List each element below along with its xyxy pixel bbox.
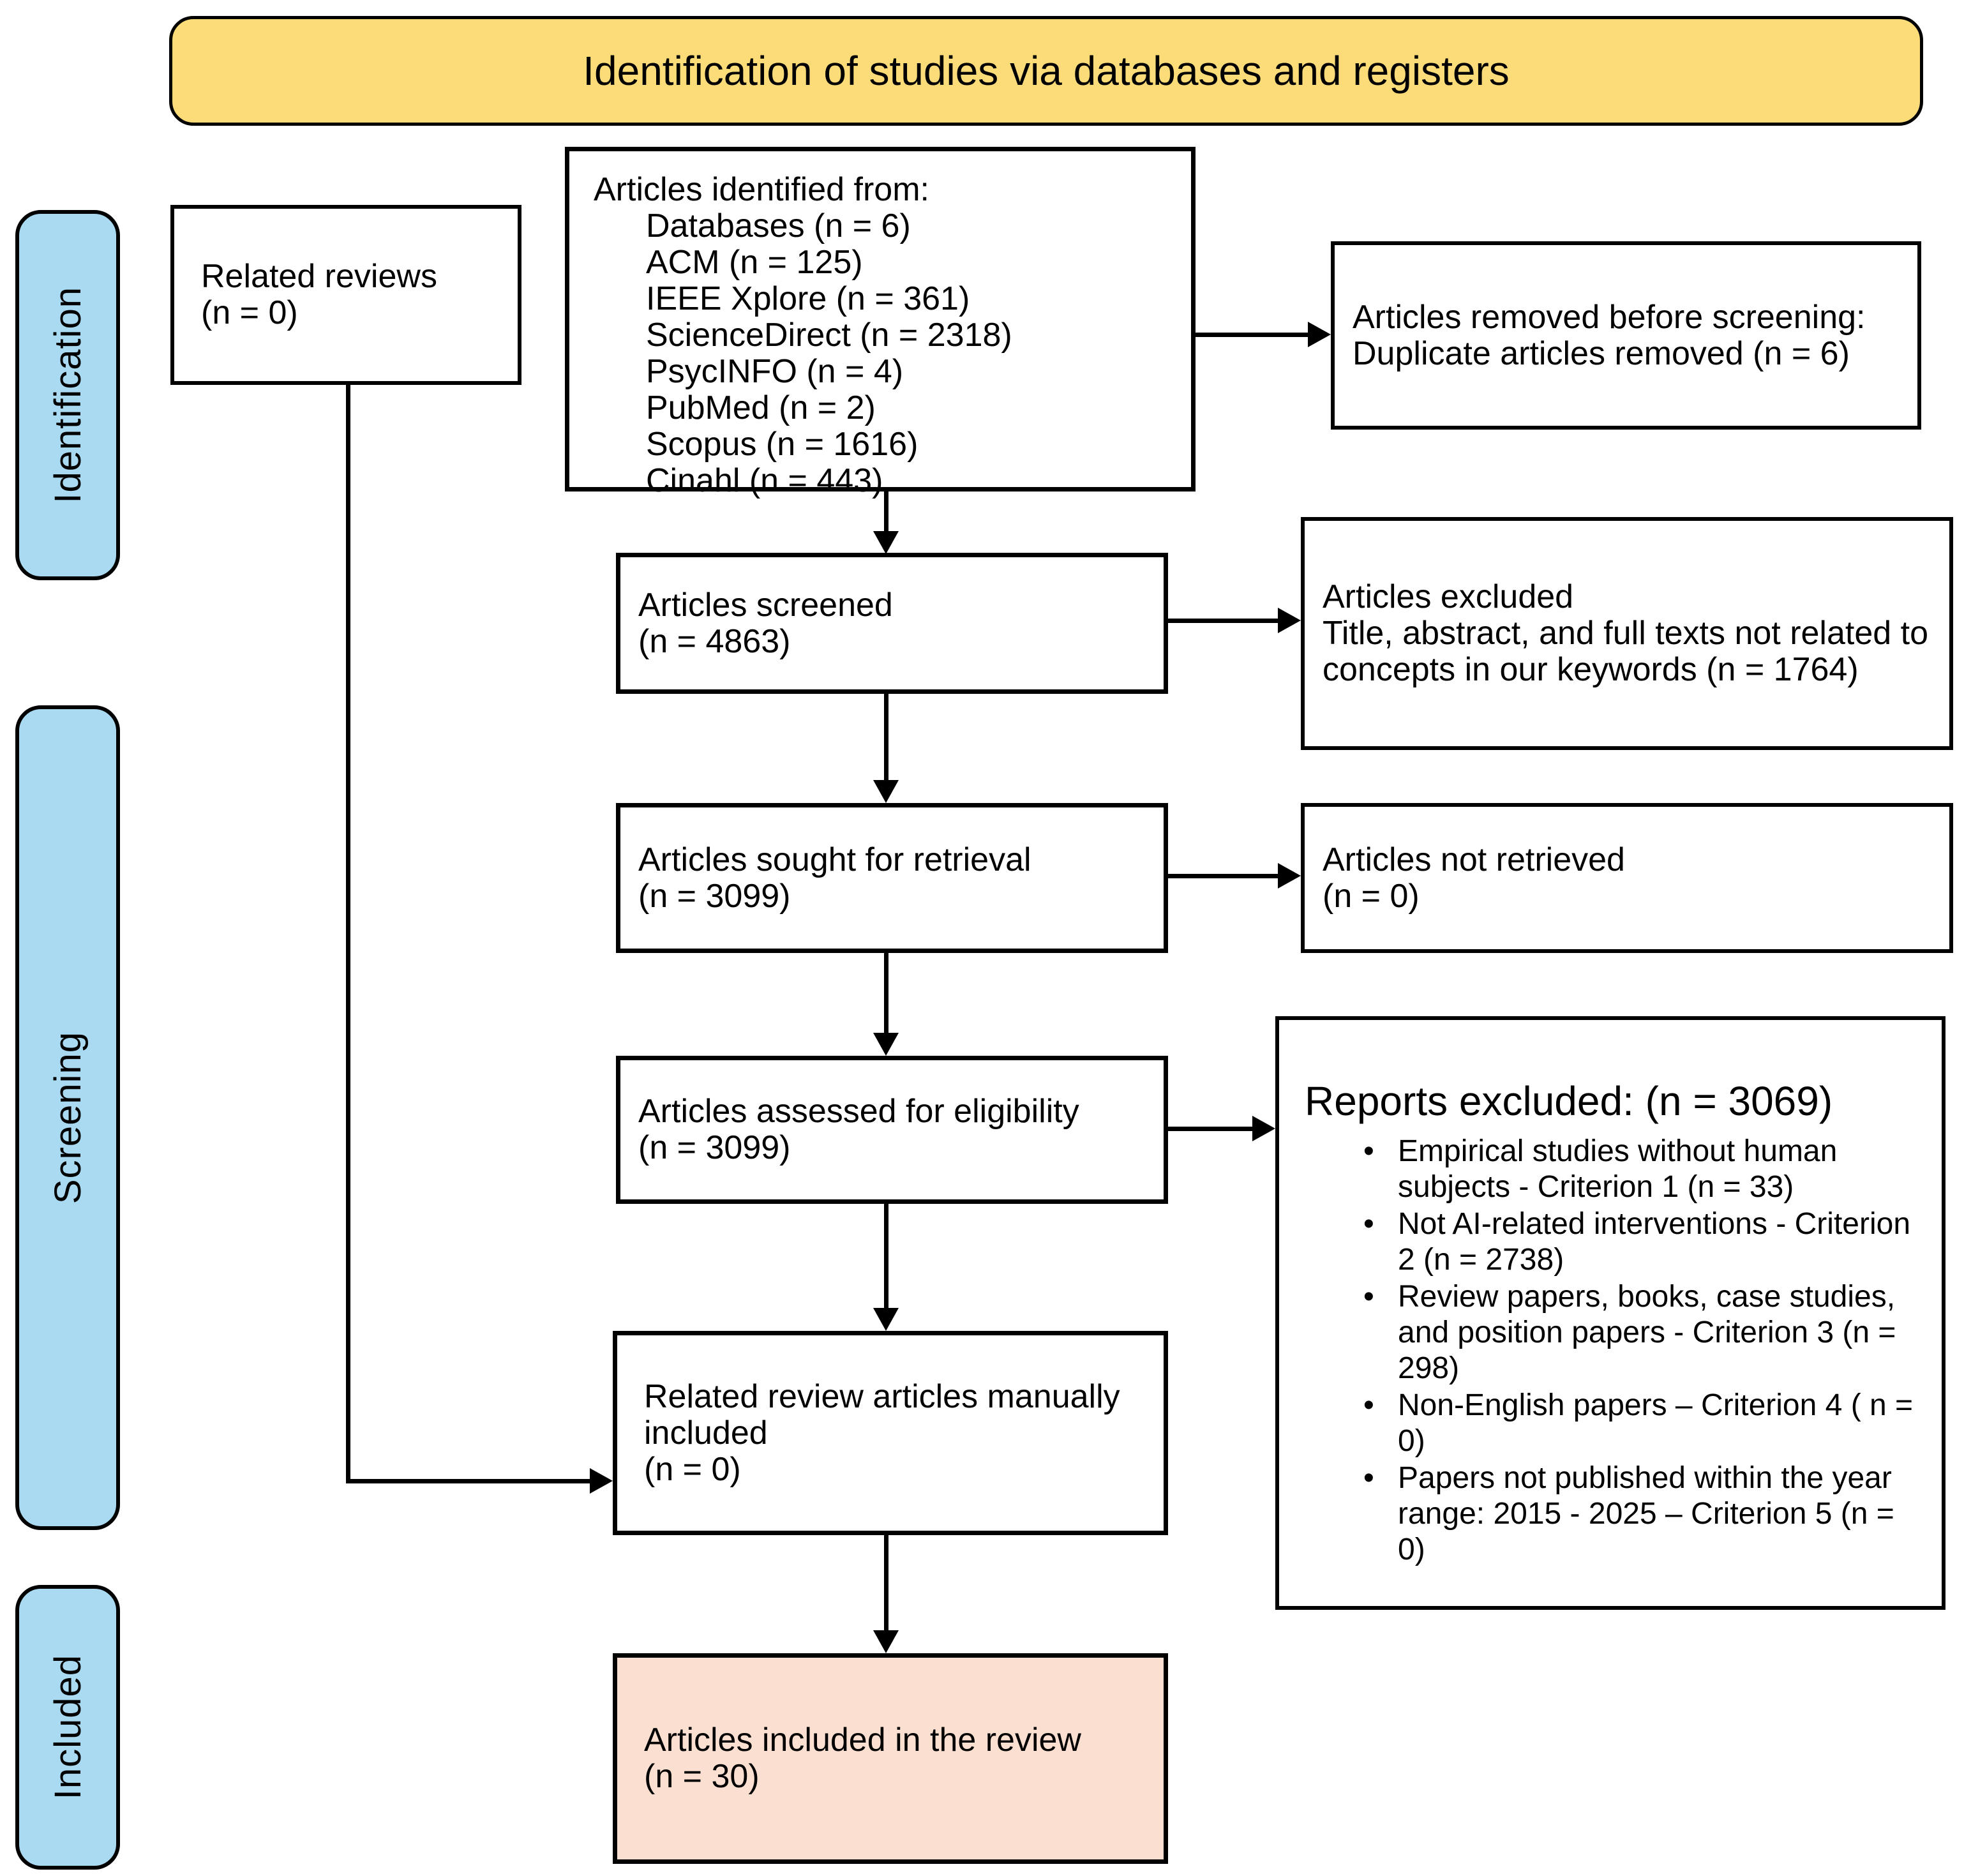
stage-screening-text: Screening xyxy=(47,1031,89,1204)
articles-included-count: (n = 30) xyxy=(644,1758,760,1795)
removed-before-screening-label: Articles removed before screening: xyxy=(1353,298,1866,336)
articles-screened-label: Articles screened xyxy=(638,586,893,624)
connector-screened-to-excluded xyxy=(1168,619,1278,623)
connector-related-reviews-vertical xyxy=(346,385,350,1483)
arrowhead-related-reviews-to-manually-included xyxy=(590,1468,613,1494)
source-acm: ACM (n = 125) xyxy=(646,244,863,281)
exclusion-reason-criterion-1: Empirical studies without human subjects… xyxy=(1305,1134,1926,1205)
articles-excluded-box: Articles excluded Title, abstract, and f… xyxy=(1301,517,1953,750)
articles-identified-title: Articles identified from: xyxy=(594,171,929,208)
connector-assessed-to-manually-included xyxy=(884,1204,888,1308)
articles-screened-box: Articles screened (n = 4863) xyxy=(616,553,1168,694)
source-pubmed: PubMed (n = 2) xyxy=(646,389,876,426)
connector-identified-to-screened xyxy=(884,492,888,531)
connector-related-reviews-horizontal xyxy=(346,1479,590,1483)
articles-excluded-detail: Title, abstract, and full texts not rela… xyxy=(1323,615,1928,688)
articles-not-retrieved-box: Articles not retrieved (n = 0) xyxy=(1301,803,1953,953)
connector-sought-to-not-retrieved xyxy=(1168,874,1278,878)
removed-before-screening-detail: Duplicate articles removed (n = 6) xyxy=(1353,334,1850,372)
arrowhead-screened-to-excluded xyxy=(1278,608,1301,633)
articles-excluded-label: Articles excluded xyxy=(1323,578,1574,615)
exclusion-reason-list: Empirical studies without human subjects… xyxy=(1305,1134,1926,1569)
source-scopus: Scopus (n = 1616) xyxy=(646,426,918,463)
articles-included-box: Articles included in the review (n = 30) xyxy=(613,1653,1168,1864)
stage-label-screening: Screening xyxy=(15,705,120,1530)
arrowhead-manually-included-to-included xyxy=(873,1630,899,1653)
reports-excluded-box: Reports excluded: (n = 3069) Empirical s… xyxy=(1275,1016,1945,1610)
diagram-title-banner: Identification of studies via databases … xyxy=(169,16,1923,126)
source-cinahl: Cinahl (n = 443) xyxy=(646,462,883,499)
source-ieee-xplore: IEEE Xplore (n = 361) xyxy=(646,280,970,317)
articles-assessed-box: Articles assessed for eligibility (n = 3… xyxy=(616,1056,1168,1204)
articles-sought-label: Articles sought for retrieval xyxy=(638,841,1031,878)
source-databases: Databases (n = 6) xyxy=(646,207,911,244)
articles-assessed-label: Articles assessed for eligibility xyxy=(638,1093,1079,1130)
related-reviews-count: (n = 0) xyxy=(201,294,298,331)
articles-not-retrieved-label: Articles not retrieved xyxy=(1323,841,1625,878)
related-reviews-label: Related reviews xyxy=(201,258,437,295)
articles-sought-count: (n = 3099) xyxy=(638,877,791,915)
manually-included-label-line1: Related review articles manually xyxy=(644,1377,1120,1415)
stage-label-included: Included xyxy=(15,1585,120,1870)
exclusion-reason-criterion-2: Not AI-related interventions - Criterion… xyxy=(1305,1206,1926,1278)
manually-included-box: Related review articles manually include… xyxy=(613,1331,1168,1535)
articles-screened-count: (n = 4863) xyxy=(638,622,791,660)
arrowhead-identified-to-removed xyxy=(1308,322,1331,347)
arrowhead-sought-to-assessed xyxy=(873,1033,899,1056)
connector-manually-included-to-included xyxy=(884,1535,888,1630)
stage-identification-text: Identification xyxy=(47,287,89,504)
arrowhead-identified-to-screened xyxy=(873,531,899,554)
articles-assessed-count: (n = 3099) xyxy=(638,1129,791,1166)
connector-sought-to-assessed xyxy=(884,953,888,1033)
manually-included-label-line2: included xyxy=(644,1414,768,1452)
manually-included-count: (n = 0) xyxy=(644,1450,741,1488)
articles-not-retrieved-count: (n = 0) xyxy=(1323,877,1420,915)
diagram-title: Identification of studies via databases … xyxy=(583,48,1510,94)
articles-sought-box: Articles sought for retrieval (n = 3099) xyxy=(616,803,1168,953)
source-psycinfo: PsycINFO (n = 4) xyxy=(646,353,904,390)
arrowhead-assessed-to-reports-excluded xyxy=(1252,1116,1275,1141)
arrowhead-sought-to-not-retrieved xyxy=(1278,863,1301,889)
exclusion-reason-criterion-5: Papers not published within the year ran… xyxy=(1305,1460,1926,1568)
articles-identified-box: Articles identified from: Databases (n =… xyxy=(565,147,1196,499)
source-sciencedirect: ScienceDirect (n = 2318) xyxy=(646,317,1012,354)
connector-screened-to-sought xyxy=(884,694,888,780)
stage-label-identification: Identification xyxy=(15,210,120,580)
articles-included-label: Articles included in the review xyxy=(644,1722,1081,1759)
arrowhead-assessed-to-manually-included xyxy=(873,1308,899,1331)
connector-assessed-to-reports-excluded xyxy=(1168,1127,1252,1131)
exclusion-reason-criterion-3: Review papers, books, case studies, and … xyxy=(1305,1279,1926,1386)
arrowhead-screened-to-sought xyxy=(873,780,899,803)
stage-included-text: Included xyxy=(47,1655,89,1800)
connector-identified-to-removed xyxy=(1196,333,1308,337)
removed-before-screening-box: Articles removed before screening: Dupli… xyxy=(1331,241,1921,430)
exclusion-reason-criterion-4: Non-English papers – Criterion 4 ( n = 0… xyxy=(1305,1388,1926,1459)
related-reviews-box: Related reviews (n = 0) xyxy=(170,205,521,385)
reports-excluded-title: Reports excluded: (n = 3069) xyxy=(1305,1078,1833,1124)
